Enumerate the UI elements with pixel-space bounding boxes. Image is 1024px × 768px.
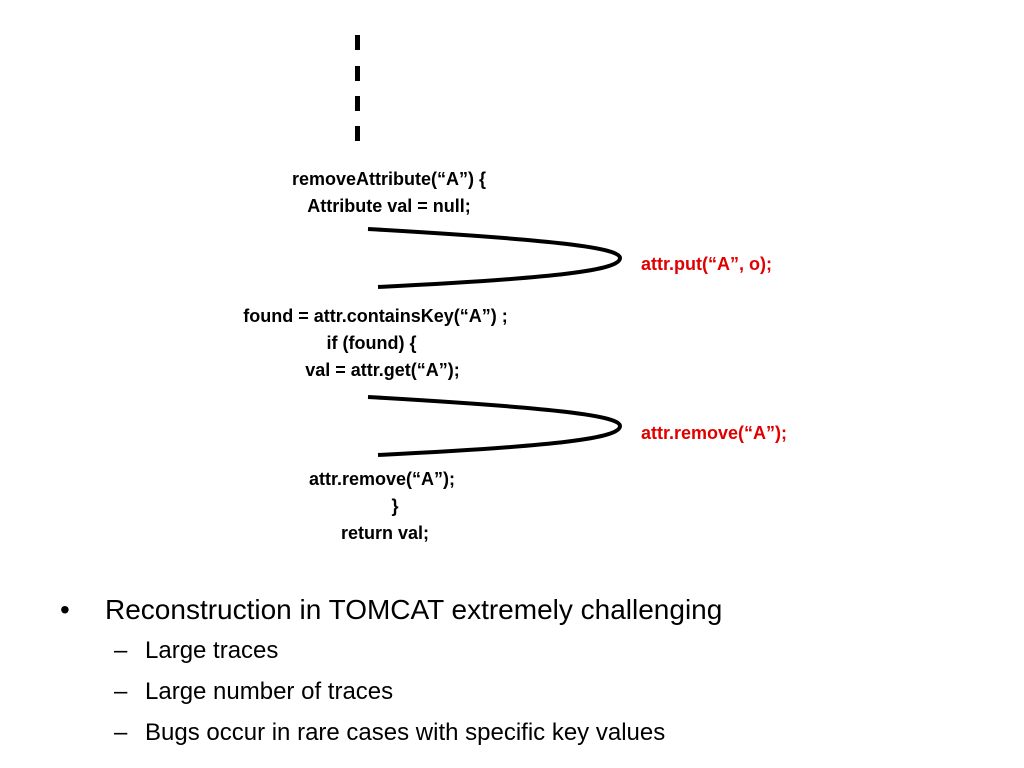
- sub-bullet-marker: –: [114, 678, 128, 705]
- code-line: removeAttribute(“A”) {: [291, 169, 487, 189]
- code-line: Attribute val = null;: [307, 196, 471, 216]
- code-line: return val;: [340, 523, 430, 543]
- interleaved-op-remove: attr.remove(“A”);: [641, 420, 787, 447]
- timeline-dash: [355, 66, 360, 81]
- code-line: attr.remove(“A”);: [641, 423, 788, 443]
- code-line: }: [391, 496, 399, 516]
- code-line: if (found) {: [326, 333, 417, 353]
- code-block-contains-key: found = attr.containsKey(“A”) ; if (foun…: [204, 303, 547, 384]
- context-switch-curve-remove: [367, 395, 623, 457]
- timeline-dash: [355, 96, 360, 111]
- sub-bullet-list: – Large traces – Large number of traces …: [60, 630, 1000, 753]
- sub-bullet: – Bugs occur in rare cases with specific…: [60, 712, 1000, 753]
- bullet-marker: •: [60, 594, 70, 625]
- timeline-dash: [355, 126, 360, 141]
- code-line: attr.remove(“A”);: [308, 469, 456, 489]
- interleaved-op-put: attr.put(“A”, o);: [641, 251, 772, 278]
- thread-timeline-dashes: [355, 35, 360, 141]
- sub-bullet-marker: –: [114, 637, 128, 664]
- bullet-text: Reconstruction in TOMCAT extremely chall…: [105, 594, 723, 625]
- code-line: attr.put(“A”, o);: [641, 254, 772, 274]
- context-switch-curve-put: [367, 227, 623, 289]
- sub-bullet: – Large number of traces: [60, 671, 1000, 712]
- sub-bullet: – Large traces: [60, 630, 1000, 671]
- code-line: found = attr.containsKey(“A”) ;: [243, 306, 508, 326]
- bullet-list: • Reconstruction in TOMCAT extremely cha…: [60, 590, 1000, 753]
- sub-bullet-text: Large number of traces: [145, 678, 394, 705]
- sub-bullet-marker: –: [114, 719, 128, 746]
- sub-bullet-text: Large traces: [145, 637, 279, 664]
- code-block-remove-return: attr.remove(“A”); } return val;: [282, 466, 482, 547]
- sub-bullet-text: Bugs occur in rare cases with specific k…: [145, 719, 666, 746]
- sub-bullet-group: – Large traces – Large number of traces …: [60, 630, 1000, 753]
- timeline-dash: [355, 35, 360, 50]
- bullet-main: • Reconstruction in TOMCAT extremely cha…: [60, 590, 1000, 630]
- code-block-remove-attribute: removeAttribute(“A”) { Attribute val = n…: [255, 166, 523, 220]
- code-line: val = attr.get(“A”);: [305, 360, 460, 380]
- interleaving-diagram: [355, 35, 623, 457]
